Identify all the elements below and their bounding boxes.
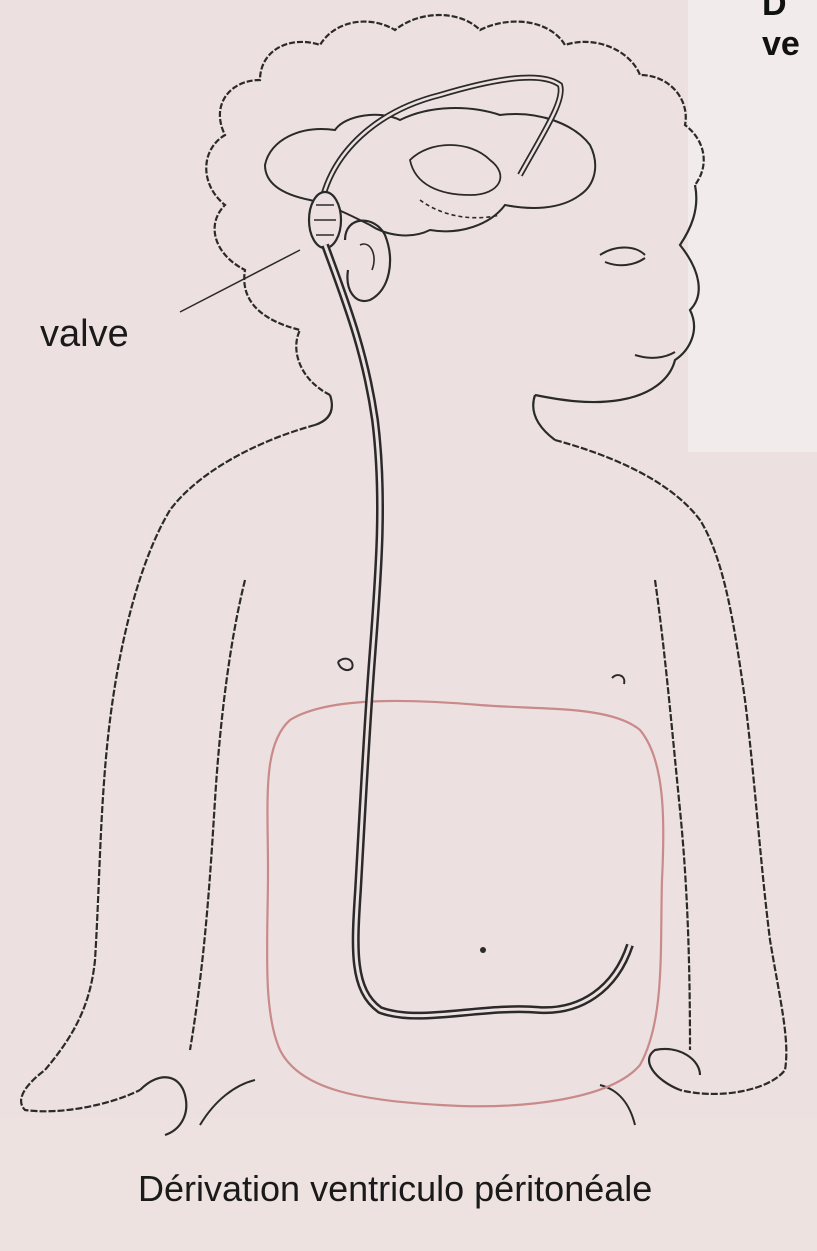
peritoneal-cavity (267, 701, 663, 1106)
face-outline (535, 185, 699, 402)
mouth (635, 352, 675, 358)
peritoneal-catheter (325, 245, 630, 1016)
neck (315, 395, 555, 440)
figure-caption: Dérivation ventriculo péritonéale (138, 1168, 652, 1210)
valve-label: valve (40, 313, 129, 356)
left-nipple (338, 659, 353, 670)
valve-leader-line (180, 250, 300, 312)
navel (480, 947, 486, 953)
right-nipple (612, 675, 624, 684)
hair-outline (206, 15, 703, 395)
eye (600, 248, 645, 266)
left-arm-outline (21, 425, 315, 1111)
